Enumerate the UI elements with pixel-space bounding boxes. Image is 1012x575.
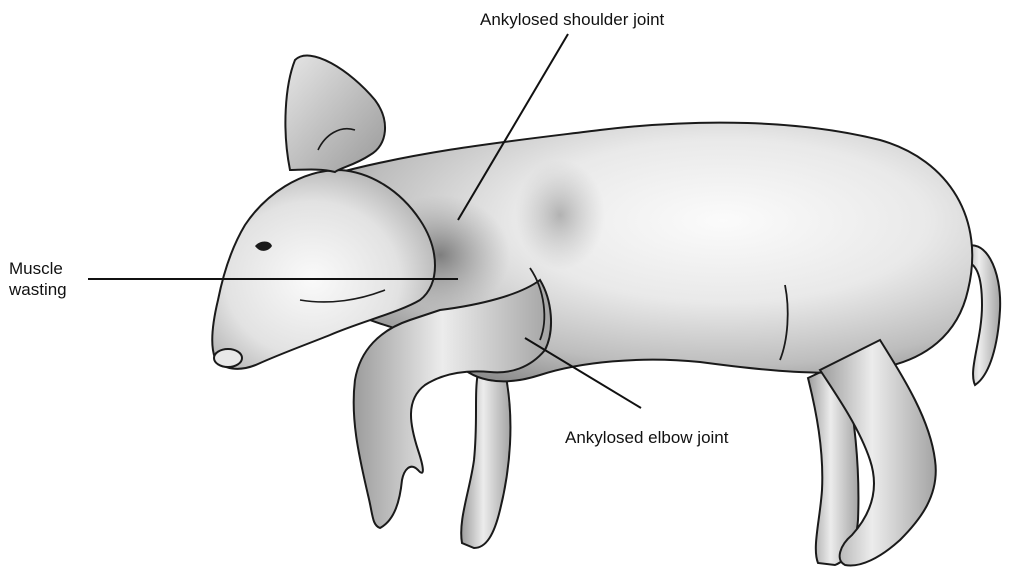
muscle-label-line1: Muscle [9,258,67,279]
muscle-label-line2: wasting [9,279,67,300]
front-leg-far [461,372,510,548]
shoulder-label: Ankylosed shoulder joint [480,9,664,30]
ear [285,56,385,172]
muscle-wasting-label: Muscle wasting [9,258,67,300]
snout [214,349,242,367]
elbow-label: Ankylosed elbow joint [565,427,728,448]
